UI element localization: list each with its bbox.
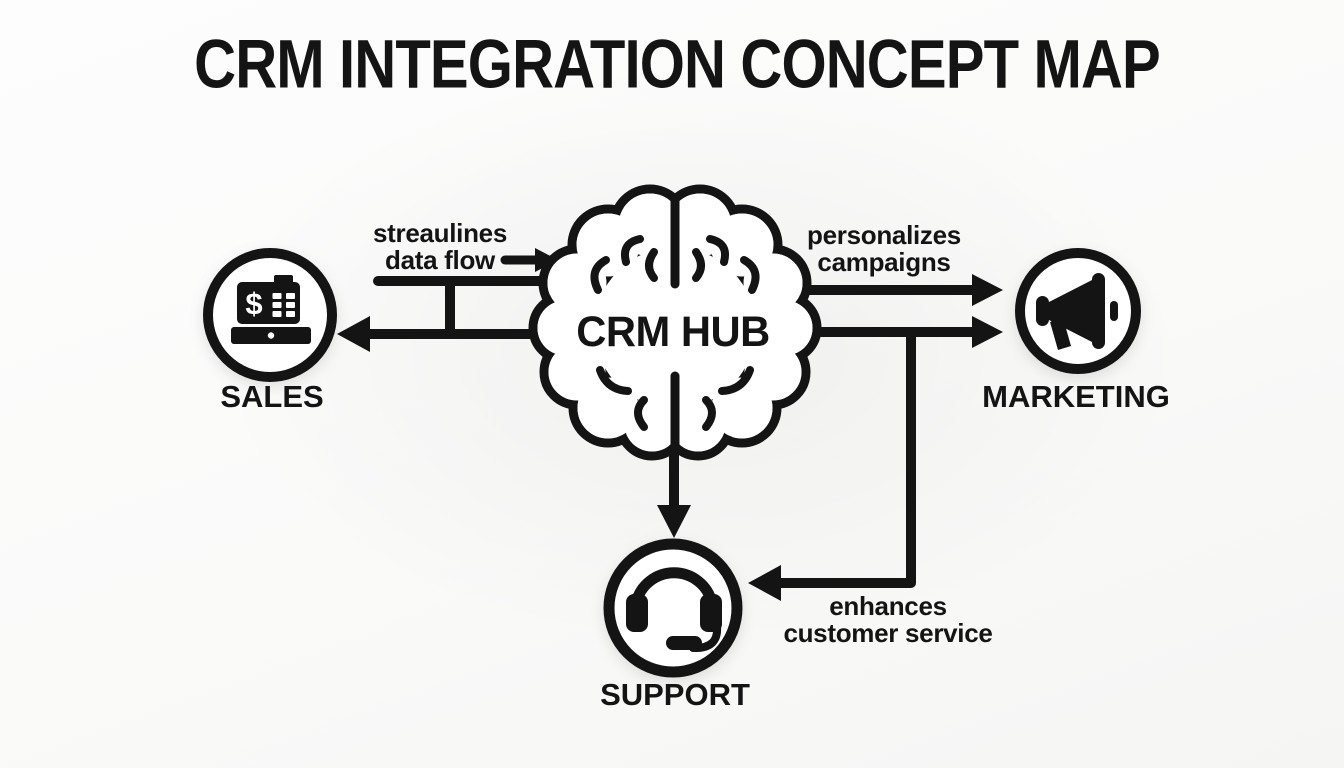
arrowhead-left-support-icon bbox=[748, 565, 781, 601]
marketing-node bbox=[1015, 248, 1141, 374]
arrowhead-right-bottom-icon bbox=[972, 316, 1003, 348]
edge-label-line2: customer service bbox=[783, 618, 993, 648]
sales-node: $ bbox=[203, 248, 337, 382]
support-circle bbox=[603, 538, 743, 678]
arrowhead-left-icon bbox=[337, 316, 370, 352]
sales-label: SALES bbox=[220, 379, 324, 414]
connector-hub-to-marketing bbox=[785, 274, 1003, 348]
crm-hub-label: CRM HUB bbox=[576, 308, 770, 356]
edge-label-enhances-customer-service: enhances customer service bbox=[783, 593, 992, 647]
edge-label-line1: personalizes bbox=[807, 220, 961, 250]
connector-hub-to-sales bbox=[337, 276, 561, 352]
support-label: SUPPORT bbox=[600, 677, 750, 712]
hub-text-band bbox=[583, 302, 767, 360]
cash-register-icon: $ bbox=[231, 275, 311, 344]
arrowhead-right-top-icon bbox=[972, 274, 1003, 306]
connector-branch-to-support bbox=[748, 329, 916, 601]
edge-label-line2: campaigns bbox=[817, 247, 951, 277]
brain-icon bbox=[528, 184, 822, 461]
page-title: CRM INTEGRATION CONCEPT MAP bbox=[194, 25, 1161, 102]
headset-icon bbox=[626, 567, 722, 653]
arrowhead-down-icon bbox=[657, 505, 691, 538]
edge-label-line1: enhances bbox=[829, 591, 947, 621]
dollar-sign: $ bbox=[245, 286, 262, 321]
megaphone-icon bbox=[1036, 273, 1118, 350]
edge-label-line2: data flow bbox=[385, 245, 495, 275]
edge-label-streamlines-data-flow: streaulines data flow bbox=[373, 220, 507, 274]
edge-label-personalizes-campaigns: personalizes campaigns bbox=[807, 222, 961, 276]
marketing-label: MARKETING bbox=[982, 379, 1170, 414]
edge-label-line1: streaulines bbox=[373, 218, 507, 248]
support-node bbox=[603, 538, 743, 678]
